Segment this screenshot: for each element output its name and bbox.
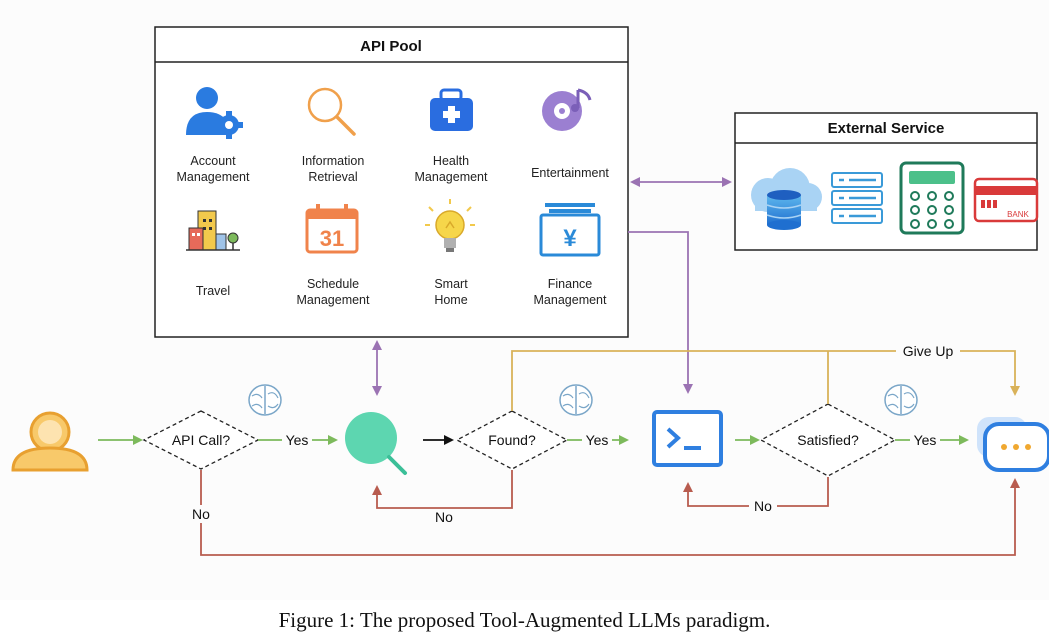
api-label-health-1: Health — [433, 154, 469, 168]
api-pool-title: API Pool — [360, 38, 422, 55]
yes-label-found: Yes — [586, 432, 609, 448]
api-label-smarthome-2: Home — [434, 293, 467, 307]
found-decision: Found? — [455, 410, 569, 470]
api-label-account-2: Management — [177, 170, 250, 184]
svg-text:¥: ¥ — [563, 225, 577, 252]
lightbulb-icon — [425, 199, 475, 252]
music-disc-icon — [542, 88, 592, 131]
api-label-entertainment: Entertainment — [531, 166, 609, 180]
brain-icon — [559, 384, 593, 416]
terminal-icon — [652, 410, 723, 467]
brain-icon — [248, 384, 282, 416]
server-icon — [831, 172, 883, 224]
diagram-canvas: API Pool — [11, 26, 1049, 556]
user-avatar — [11, 411, 89, 472]
api-label-retrieval-2: Retrieval — [308, 170, 357, 184]
buildings-icon — [186, 210, 240, 251]
chat-response-icon — [977, 417, 1049, 472]
yen-register-icon: ¥ — [539, 203, 601, 257]
give-up-arrow — [511, 350, 1020, 411]
bank-label: BANK — [1007, 210, 1029, 219]
yes-label-satisfied: Yes — [914, 432, 937, 448]
api-pool-box: API Pool — [154, 26, 629, 338]
svg-text:31: 31 — [320, 226, 344, 251]
calendar-icon: 31 — [305, 204, 359, 254]
magnifier-icon — [307, 87, 356, 136]
no-label-apicall: No — [192, 506, 210, 522]
api-label-smarthome-1: Smart — [434, 277, 468, 291]
found-label: Found? — [488, 432, 536, 448]
calculator-icon — [899, 161, 965, 235]
api-label-finance-1: Finance — [548, 277, 593, 291]
api-label-finance-2: Management — [534, 293, 607, 307]
api-call-label: API Call? — [172, 432, 231, 448]
bank-card-icon: BANK — [973, 177, 1039, 223]
cloud-database-icon — [751, 168, 822, 230]
satisfied-decision: Satisfied? — [759, 403, 897, 477]
api-label-retrieval-1: Information — [302, 154, 365, 168]
brain-icon — [884, 384, 918, 416]
api-call-decision: API Call? — [142, 410, 260, 470]
api-label-travel: Travel — [196, 284, 230, 298]
no-label-found: No — [435, 509, 453, 525]
no-label-satisfied: No — [754, 498, 772, 514]
give-up-label: Give Up — [903, 343, 954, 359]
diagram-svg: API Pool — [11, 26, 1049, 556]
pool-execute-arrow — [628, 231, 693, 394]
figure-caption: Figure 1: The proposed Tool-Augmented LL… — [278, 608, 771, 632]
api-label-schedule-2: Management — [297, 293, 370, 307]
api-label-health-2: Management — [415, 170, 488, 184]
api-label-account-1: Account — [190, 154, 236, 168]
found-no-arrow — [372, 470, 513, 509]
api-label-schedule-1: Schedule — [307, 277, 359, 291]
medical-kit-icon — [430, 88, 473, 131]
satisfied-label: Satisfied? — [797, 432, 859, 448]
apicall-no-arrow — [200, 470, 1020, 556]
account-gear-icon — [186, 87, 243, 139]
yes-label-apicall: Yes — [286, 432, 309, 448]
external-service-title: External Service — [828, 120, 945, 137]
search-node-icon — [345, 412, 407, 475]
